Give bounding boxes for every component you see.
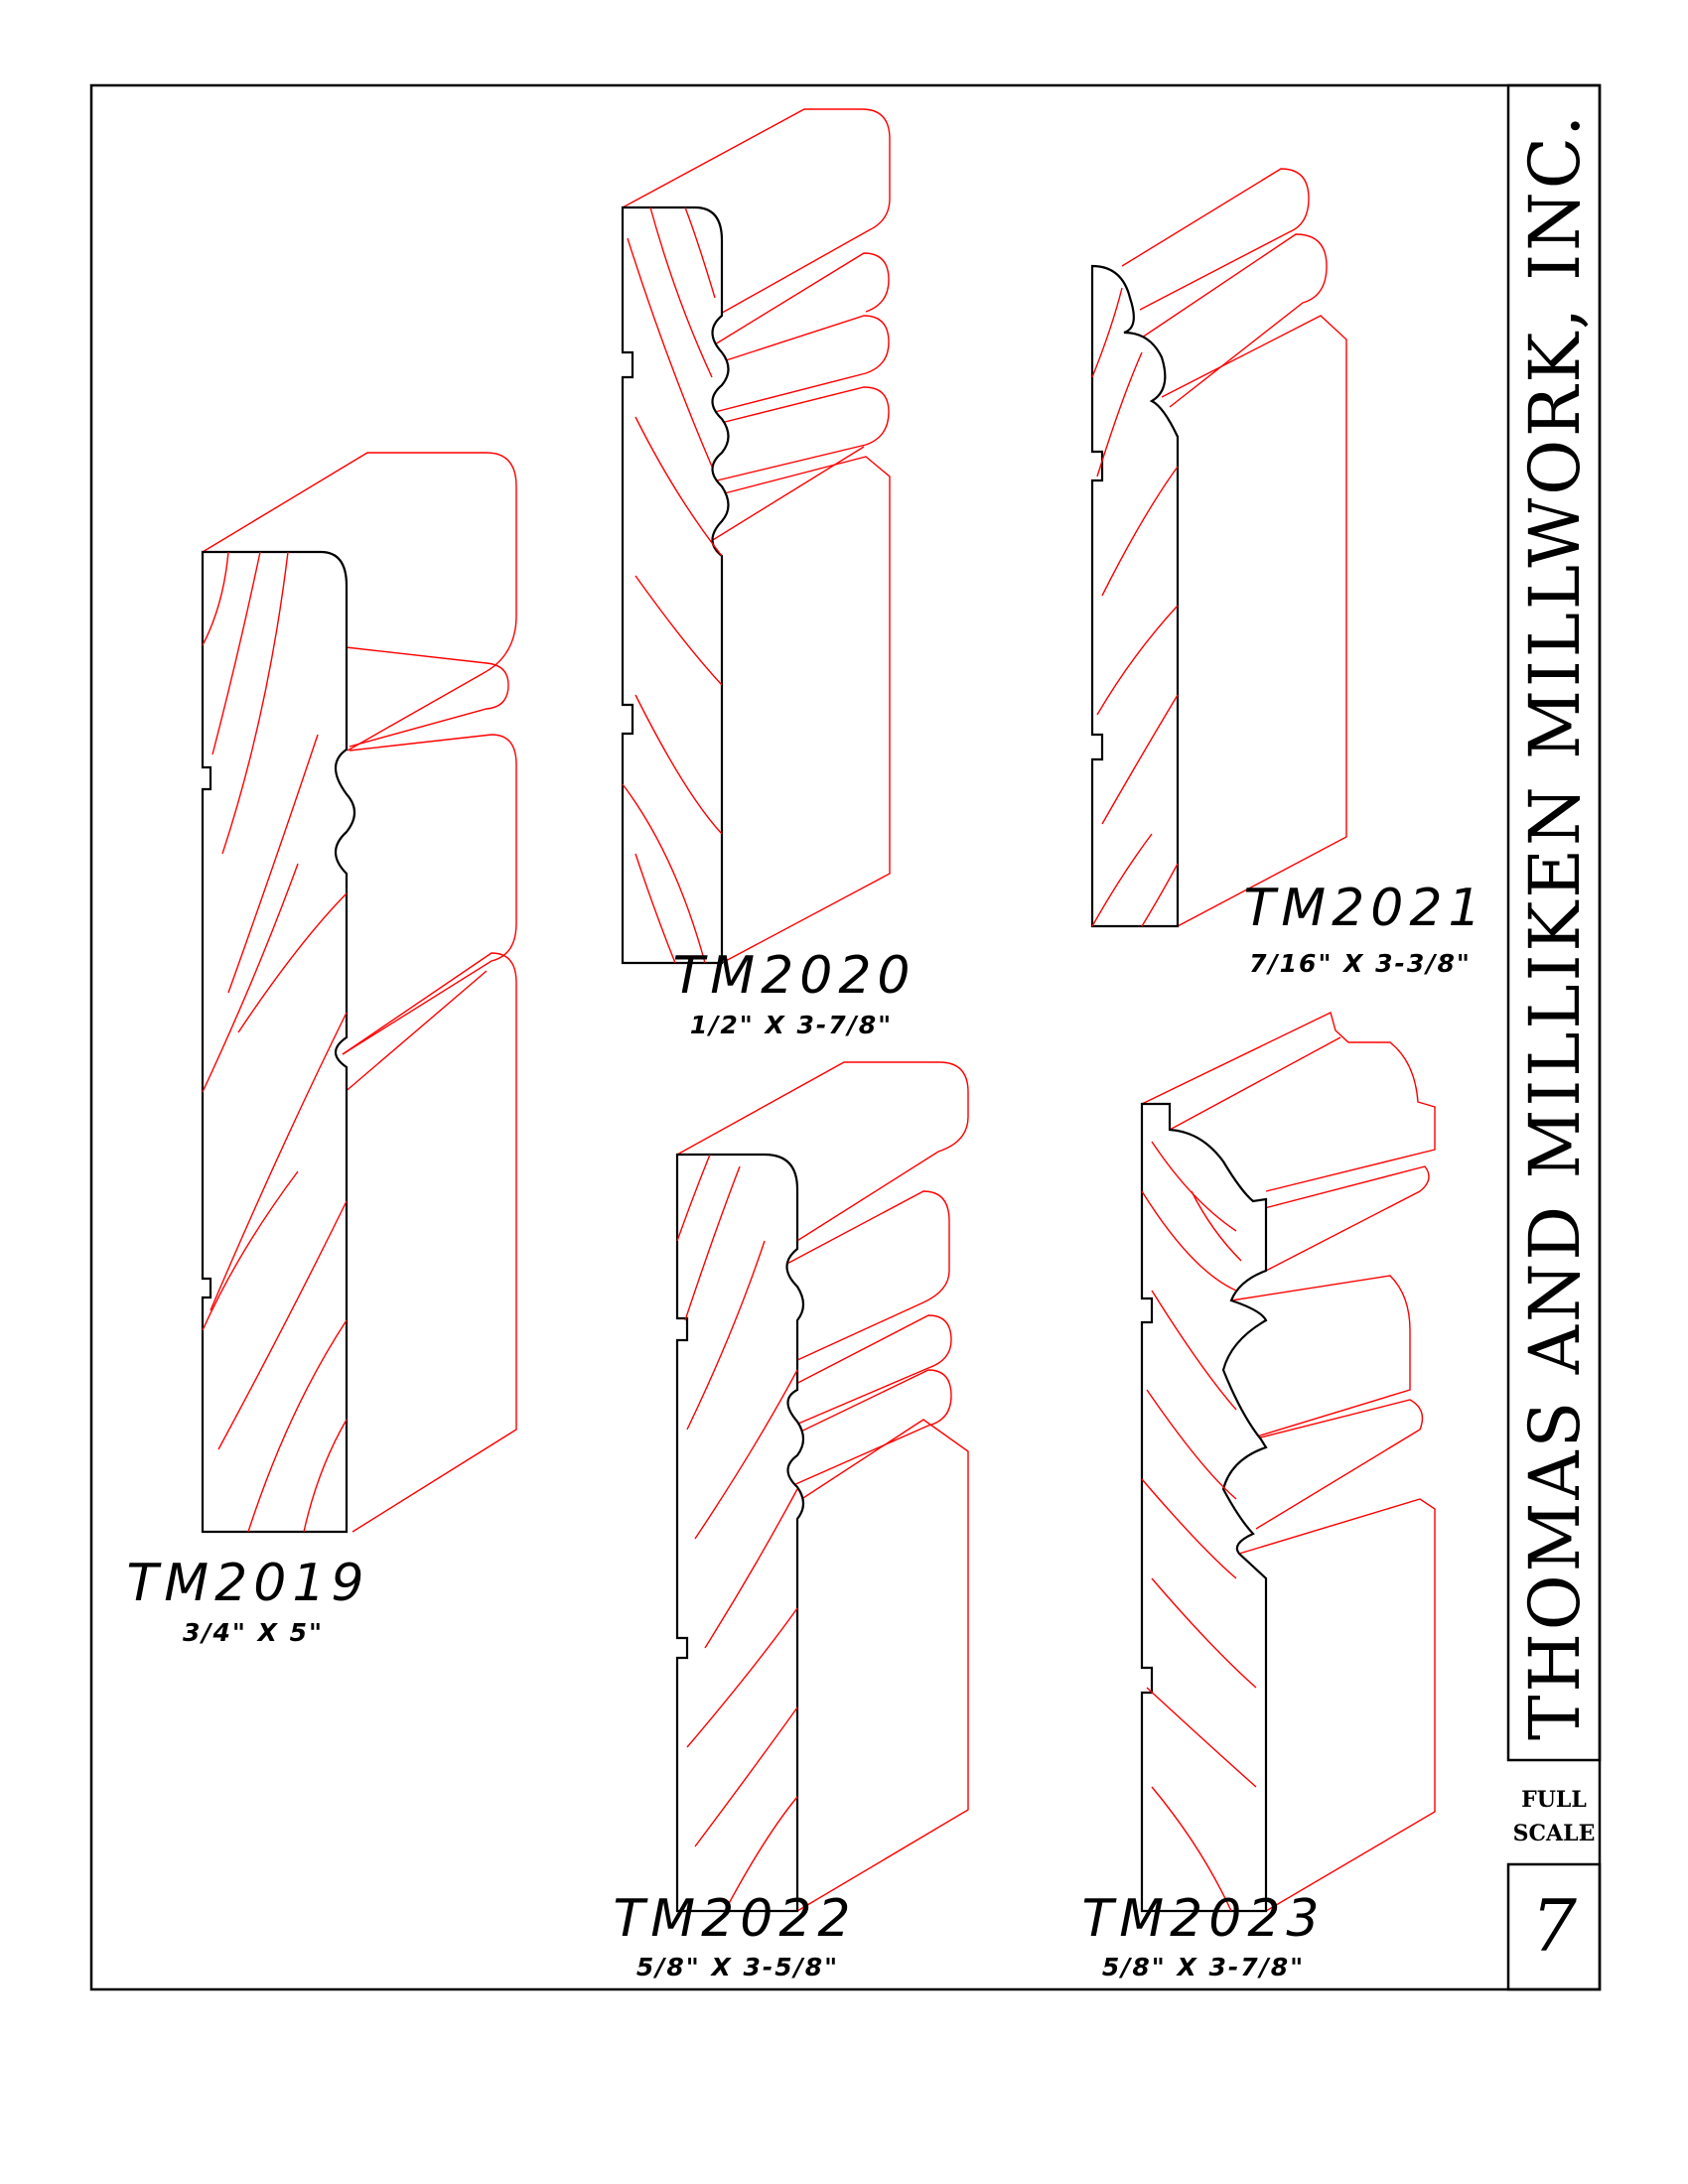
tm2019-size: 3/4" X 5": [183, 1618, 324, 1647]
profile-tm2019: TM2019 3/4" X 5": [127, 452, 517, 1647]
tm2023-grain: [1141, 1141, 1257, 1912]
tm2019-section: [201, 550, 356, 1534]
tm2022-section: [675, 1153, 805, 1913]
scale-note-line1: FULL: [1521, 1787, 1587, 1813]
scale-note-line2: SCALE: [1513, 1821, 1596, 1846]
tm2020-size: 1/2" X 3-7/8": [690, 1011, 893, 1039]
tm2020-section: [621, 205, 730, 965]
tm2021-projection: [1121, 168, 1347, 927]
title-box: [1506, 83, 1602, 1762]
tm2022-grain: [676, 1154, 798, 1912]
profile-tm2021: TM2021 7/16" X 3-3/8": [1090, 168, 1487, 978]
tm2019-projection: [202, 452, 517, 1533]
tm2019-code: TM2019: [127, 1554, 370, 1613]
tm2023-projection: [1141, 1012, 1436, 1912]
company-name: THOMAS AND MILLIKEN MILLWORK, INC.: [1514, 112, 1596, 1740]
page-number-box: [1506, 1862, 1602, 1991]
tm2023-code: TM2023: [1082, 1889, 1326, 1949]
tm2021-code: TM2021: [1244, 879, 1487, 938]
tm2021-size: 7/16" X 3-3/8": [1249, 949, 1472, 978]
tm2020-grain: [622, 206, 723, 964]
tm2023-size: 5/8" X 3-7/8": [1102, 1953, 1305, 1981]
tm2020-code: TM2020: [673, 946, 916, 1006]
page-number: 7: [1531, 1884, 1577, 1968]
tm2022-code: TM2022: [614, 1889, 857, 1949]
tm2021-grain: [1091, 287, 1179, 927]
profile-tm2022: TM2022 5/8" X 3-5/8": [614, 1061, 969, 1981]
tm2020-projection: [622, 108, 891, 964]
tm2022-size: 5/8" X 3-5/8": [636, 1953, 839, 1981]
tm2021-section: [1090, 264, 1180, 928]
tm2023-section: [1140, 1102, 1268, 1913]
tm2019-grain: [202, 551, 348, 1533]
profile-tm2020: TM2020 1/2" X 3-7/8": [621, 108, 916, 1039]
tm2022-projection: [676, 1061, 969, 1912]
profile-tm2023: TM2023 5/8" X 3-7/8": [1082, 1012, 1436, 1981]
